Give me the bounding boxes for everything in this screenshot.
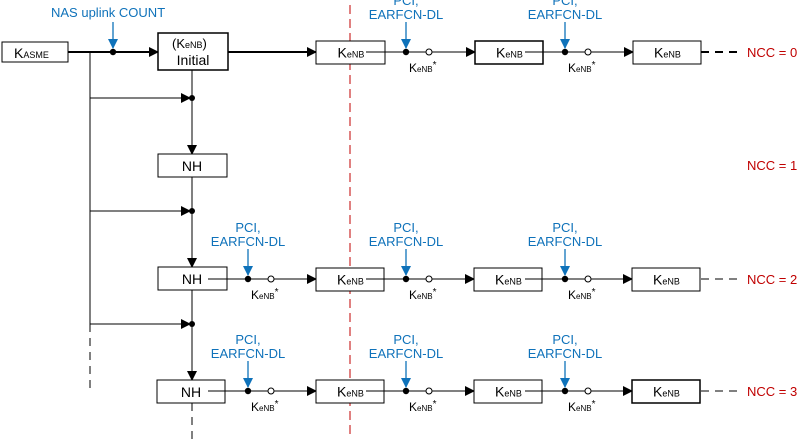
kenb-star-label: KeNB* <box>409 399 437 414</box>
kenb-box-row0-3-label: KeNB <box>654 45 681 61</box>
derivation-step-row3-1: PCI,EARFCN-DL KeNB* <box>366 332 475 414</box>
kenb-box-row0-2: KeNB <box>474 40 544 65</box>
ncc-label-1: NCC = 1 <box>747 158 797 173</box>
kenb-star-label: KeNB* <box>251 399 279 414</box>
kasme-box: KASME <box>1 41 69 63</box>
ncc-label-0: NCC = 0 <box>747 45 797 60</box>
pci-label: PCI, <box>393 332 418 347</box>
kenb-box-row0-2-label: KeNB <box>496 45 523 61</box>
kenb-box-row0-1-label: KeNB <box>338 45 365 61</box>
kenb-star-node <box>267 275 275 283</box>
derivation-step-row2-0: PCI,EARFCN-DL KeNB* <box>208 220 317 302</box>
svg-text:(KeNB): (KeNB) <box>172 36 207 51</box>
kenb-star-node <box>267 387 275 395</box>
kenb-box-row0-3: KeNB <box>632 40 702 65</box>
pci-label: PCI, <box>552 0 577 8</box>
nh-box-ncc1: NH <box>157 153 228 178</box>
kenb-star-node <box>425 48 433 56</box>
derivation-step-row3-2: PCI,EARFCN-DL KeNB* <box>525 332 633 414</box>
input-junction-dot <box>402 48 410 56</box>
kenb-star-node <box>584 275 592 283</box>
kenb-box-row2-2: KeNB <box>473 267 543 292</box>
initial-kenb-box: (KeNB) Initial <box>157 32 229 71</box>
earfcn-label: EARFCN-DL <box>369 234 443 249</box>
kenb-box-row2-3-label: KeNB <box>653 272 680 288</box>
kenb-box-row3-3-label: KeNB <box>653 384 680 400</box>
kasme-main: K <box>14 45 24 61</box>
nh-box-ncc3: NH <box>156 379 226 404</box>
kenb-box-row3-3: KeNB <box>631 379 701 404</box>
input-junction-dot <box>402 275 410 283</box>
derivation-step-row0-1: PCI,EARFCN-DL KeNB* <box>366 0 476 75</box>
pci-label: PCI, <box>552 220 577 235</box>
pci-label: PCI, <box>393 0 418 8</box>
ncc-label-3: NCC = 3 <box>747 384 797 399</box>
nas-junction-dot <box>109 48 117 56</box>
kenb-star-node <box>425 275 433 283</box>
earfcn-label: EARFCN-DL <box>528 234 602 249</box>
pci-label: PCI, <box>235 220 260 235</box>
kenb-star-node <box>584 48 592 56</box>
earfcn-label: EARFCN-DL <box>211 234 285 249</box>
kenb-box-row2-1-label: KeNB <box>337 272 364 288</box>
earfcn-label: EARFCN-DL <box>369 7 443 22</box>
pci-label: PCI, <box>235 332 260 347</box>
kenb-box-row2-2-label: KeNB <box>495 272 522 288</box>
earfcn-label: EARFCN-DL <box>369 346 443 361</box>
ncc-label-2: NCC = 2 <box>747 272 797 287</box>
derivation-step-row2-2: PCI,EARFCN-DL KeNB* <box>525 220 633 302</box>
input-junction-dot <box>402 387 410 395</box>
kenb-star-label: KeNB* <box>409 60 437 75</box>
kenb-star-label: KeNB* <box>409 287 437 302</box>
earfcn-label: EARFCN-DL <box>528 346 602 361</box>
kenb-star-label: KeNB* <box>568 60 596 75</box>
kenb-box-row2-3: KeNB <box>631 267 701 292</box>
kenb-star-node <box>584 387 592 395</box>
nas-input-label: NAS uplink COUNT <box>51 5 165 20</box>
svg-text:KASME: KASME <box>14 45 49 61</box>
earfcn-label: EARFCN-DL <box>211 346 285 361</box>
kenb-box-row3-1-label: KeNB <box>337 384 364 400</box>
input-junction-dot <box>244 275 252 283</box>
svg-text:Initial: Initial <box>177 52 210 68</box>
derivation-step-row2-1: PCI,EARFCN-DL KeNB* <box>366 220 475 302</box>
input-junction-dot <box>561 387 569 395</box>
svg-text:NH: NH <box>181 384 201 400</box>
kenb-star-label: KeNB* <box>568 399 596 414</box>
derivation-step-row0-2: PCI,EARFCN-DL KeNB* <box>525 0 634 75</box>
input-junction-dot <box>561 48 569 56</box>
earfcn-label: EARFCN-DL <box>528 7 602 22</box>
kenb-star-label: KeNB* <box>568 287 596 302</box>
derivation-step-row3-0: PCI,EARFCN-DL KeNB* <box>208 332 317 414</box>
kenb-star-node <box>425 387 433 395</box>
kasme-sub: ASME <box>23 50 49 60</box>
kenb-star-label: KeNB* <box>251 287 279 302</box>
pci-label: PCI, <box>552 332 577 347</box>
input-junction-dot <box>244 387 252 395</box>
kenb-box-row3-2-label: KeNB <box>495 384 522 400</box>
input-junction-dot <box>561 275 569 283</box>
svg-text:NH: NH <box>182 158 202 174</box>
svg-text:NH: NH <box>182 271 202 287</box>
pci-label: PCI, <box>393 220 418 235</box>
